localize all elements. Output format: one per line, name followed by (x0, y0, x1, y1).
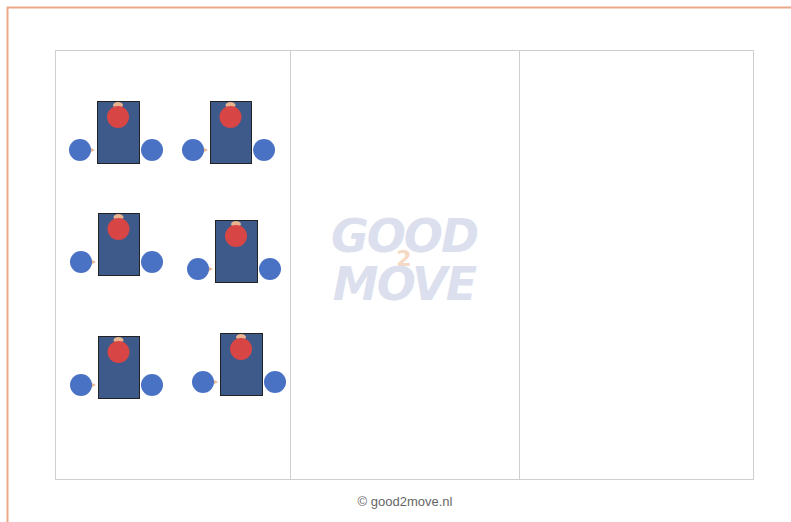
table-top (216, 221, 258, 283)
table-tennis-table (182, 102, 275, 164)
player-blue (264, 371, 286, 393)
table-top (221, 334, 263, 396)
table-tennis-table (70, 337, 163, 399)
table-tennis-table (70, 214, 163, 276)
player-blue (141, 374, 163, 396)
copyright-note: © good2move.nl (358, 495, 453, 508)
table-tennis-table (192, 334, 286, 396)
table-top (98, 102, 140, 164)
player-red (108, 218, 130, 240)
player-red (108, 341, 130, 363)
court-divider (519, 51, 520, 480)
table-tennis-table (187, 221, 281, 283)
player-blue (253, 139, 275, 161)
player-blue (69, 139, 91, 161)
table-group (69, 102, 286, 399)
player-blue (192, 371, 214, 393)
player-red (107, 106, 129, 128)
table-top (99, 214, 140, 276)
player-blue (259, 258, 281, 280)
frame-left (7, 7, 9, 522)
court-outline (56, 51, 754, 480)
player-red (220, 106, 242, 128)
watermark-logo: MOVE (333, 261, 475, 307)
player-blue (141, 251, 163, 273)
player-blue (70, 374, 92, 396)
player-blue (182, 139, 204, 161)
table-top (99, 337, 140, 399)
player-blue (141, 139, 163, 161)
table-top (211, 102, 252, 164)
table-tennis-table (69, 102, 163, 164)
player-blue (70, 251, 92, 273)
frame-top (7, 7, 791, 9)
court-divider (290, 51, 291, 480)
player-red (230, 338, 252, 360)
player-blue (187, 258, 209, 280)
player-red (225, 225, 247, 247)
